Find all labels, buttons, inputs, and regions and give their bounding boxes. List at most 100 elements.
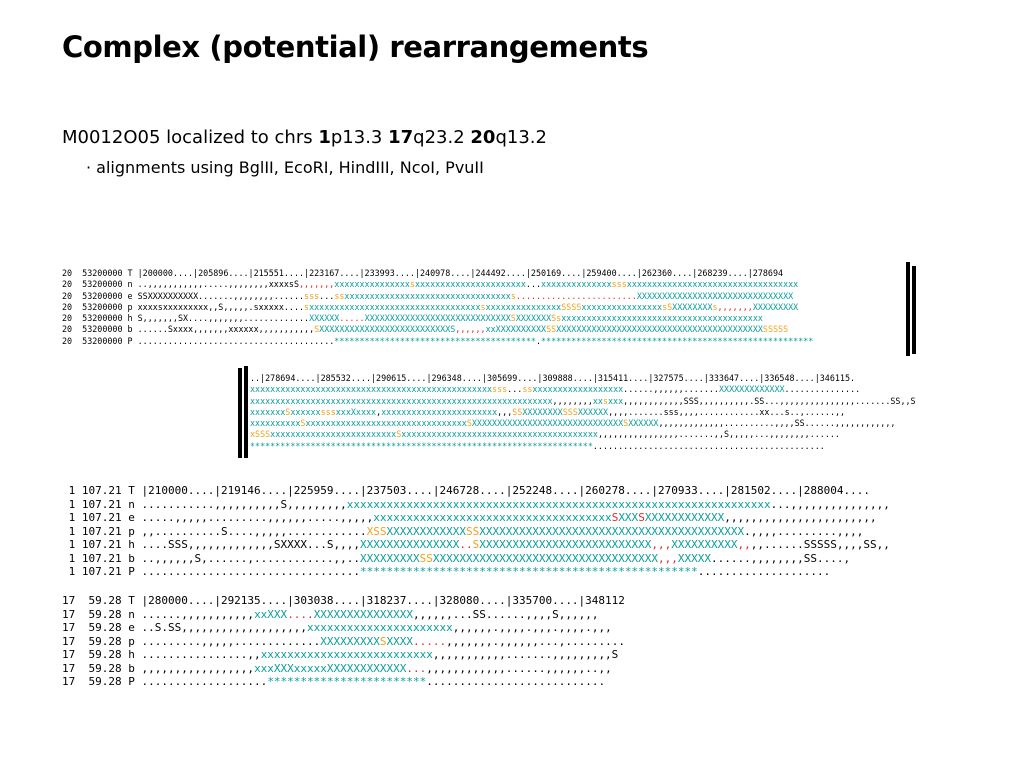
alignment-segment: 20 53200000 h S,,,,,,,SX....,,,,,,,.....… bbox=[62, 313, 310, 324]
alignment-segment: ,,,,,,,,,,,,SSS,,,,,,,,,,.SS...,,,,,,,,,… bbox=[623, 395, 916, 406]
alignment-segment: XXXXXXX bbox=[515, 313, 552, 324]
alignment-row: 20 53200000 b ......Sxxxx,,,,,,,xxxxxx,,… bbox=[62, 324, 907, 335]
alignment-row: xxxxxxxxxxSxxxxxxxxxxxxxxxxxxxxxxxxxxxxx… bbox=[250, 418, 974, 429]
alignment-segment: XXXXXXXX bbox=[522, 406, 563, 417]
alignment-row: 17 59.28 P ...................**********… bbox=[62, 675, 682, 689]
alignment-segment: 20 53200000 b ......Sxxxx,,,,,,,xxxxxx,,… bbox=[62, 324, 315, 335]
alignment-segment: ,,......SSSSS,,,,SS,, bbox=[750, 538, 890, 551]
alignment-row: 1 107.21 b ..,,,,,,S,......,............… bbox=[62, 552, 922, 566]
alignment-segment: SS bbox=[466, 524, 480, 538]
alignment-segment: S bbox=[623, 418, 629, 429]
alignment-segment: xxxxxxxxxxxxxxxxxxxxxxx bbox=[381, 406, 498, 417]
alignment-segment: ss bbox=[334, 290, 345, 301]
alignment-segment: s bbox=[510, 290, 516, 301]
alignment-row: ..|278694....|285532....|290615....|2963… bbox=[250, 373, 974, 384]
alignment-segment: SSS bbox=[562, 406, 578, 417]
slide-subtitle: M0012O05 localized to chrs 1p13.3 17q23.… bbox=[62, 127, 547, 148]
alignment-segment: XXXXXXXXXXXXXXXXXXXXXXXXXXXXXX bbox=[471, 418, 624, 429]
alignment-segment: ,, bbox=[737, 538, 751, 551]
alignment-segment: XXXXXXXXXXXXXXXXXXXXXXXXXXS bbox=[319, 324, 456, 335]
alignment-segment: ........................ bbox=[515, 290, 637, 301]
alignment-segment: sss bbox=[492, 384, 508, 395]
alignment-segment: ......,,,,,,....... bbox=[623, 384, 719, 395]
alignment-row: ****************************************… bbox=[250, 441, 974, 452]
alignment-segment: S bbox=[611, 511, 619, 524]
alignment-row: 1 107.21 e .....,,,,,.........,,,,,,....… bbox=[62, 511, 922, 525]
alignment-segment: ,,, bbox=[651, 538, 672, 551]
alignment-segment: 1 107.21 T |210000....|219146....|225959… bbox=[62, 484, 870, 497]
alignment-segment: XXXXXXXXXXXXXXXXXXXXXXXXXXXXXXXXXXXXXXXX bbox=[479, 524, 745, 538]
alignment-segment: ..|278694....|285532....|290615....|2963… bbox=[250, 373, 856, 383]
alignment-segment: .... bbox=[287, 607, 314, 621]
alignment-segment: ss bbox=[522, 384, 533, 395]
alignment-segment: S bbox=[472, 538, 480, 551]
alignment-row: 20 53200000 h S,,,,,,,SX....,,,,,,,.....… bbox=[62, 313, 907, 324]
alignment-segment: 1 107.21 e .....,,,,,.........,,,,,,....… bbox=[62, 511, 374, 524]
alignment-segment: ,,, bbox=[658, 551, 678, 565]
alignment-segment: xxxxxxxxxxxxxxxxxxxxxxxxxxxxxxxxxxxxxxxx… bbox=[250, 395, 553, 406]
alignment-row: 20 53200000 e SSXXXXXXXXXX.......,,,,,,,… bbox=[62, 291, 907, 302]
alignment-segment: XXXXXXXXXX bbox=[671, 538, 738, 551]
alignment-segment: 1 107.21 b ..,,,,,,S,......,............… bbox=[62, 551, 361, 565]
alignment-segment: ,,,,,,...SS......,,,,S,,,,,, bbox=[413, 607, 599, 621]
alignment-segment: 1 107.21 P .............................… bbox=[62, 565, 361, 578]
slide-title: Complex (potential) rearrangements bbox=[62, 30, 649, 64]
alignment-segment: xxxXxxxx bbox=[335, 406, 377, 417]
alignment-row: xSSSxxxxxxxxxxxxxxxxxxxxxxxxxSxxxxxxxxxx… bbox=[250, 429, 974, 440]
alignment-row: xxxxxxxxxxxxxxxxxxxxxxxxxxxxxxxxxxxxxxxx… bbox=[250, 384, 974, 395]
alignment-segment: xxxxxx bbox=[290, 406, 321, 417]
alignment-segment: ..... bbox=[413, 634, 447, 648]
alignment-segment: XXXXXX bbox=[577, 406, 609, 417]
alignment-segment: xxxxxxxxxxxxxxxxxxxxxxxxxxxxxxxxxxxx bbox=[373, 511, 612, 524]
alignment-segment: ,,,,,,,, bbox=[552, 395, 593, 406]
alignment-segment: s bbox=[602, 395, 609, 406]
alignment-segment: ,,,,,,,.,,,,,,...,......... bbox=[446, 634, 625, 648]
alignment-segment: ,,,,,,, bbox=[298, 279, 335, 290]
alignment-segment: sss bbox=[611, 279, 627, 290]
alignment-segment: SS bbox=[419, 551, 433, 565]
alignment-segment: ,,,,,,.,,,,.,,,.,,,,.,,, bbox=[452, 621, 612, 634]
alignment-segment: SSSSS bbox=[762, 324, 789, 335]
alignment-segment: 17 59.28 b ,,,,,,,,,,,,,,,,, bbox=[62, 661, 255, 675]
alignment-row: 17 59.28 T |280000....|292135....|303038… bbox=[62, 594, 682, 608]
alignment-segment: xxxxxxxxxxxxxxxxxxxxxxxxxxxxxxxx bbox=[305, 418, 467, 429]
alignment-segment: S bbox=[510, 313, 516, 324]
chr2-band: q23.2 bbox=[413, 127, 471, 148]
alignment-segment: XXXXXXXXXXXXXXXXXXXXXXXXXXXXXXXXXX bbox=[432, 551, 659, 565]
alignment-segment: xxx bbox=[608, 395, 624, 406]
alignment-segment: xxXXXXXXXXXX bbox=[485, 324, 547, 335]
alignment-segment: sss bbox=[304, 290, 320, 301]
alignment-segment: SS bbox=[512, 406, 523, 417]
alignment-segment: S bbox=[638, 511, 645, 524]
alignment-segment: xx bbox=[592, 395, 603, 406]
alignment-segment: .................... bbox=[697, 565, 831, 578]
alignment-segment: xxxxxxxxxxxxxxxxxxxxxxxxxxxxxxxxx bbox=[344, 290, 511, 301]
alignment-row: 20 53200000 P ..........................… bbox=[62, 336, 907, 347]
chr3-band: q13.2 bbox=[495, 127, 547, 148]
alignment-segment: xxxxxxxxxxxxxxxxxxxxxx bbox=[307, 621, 453, 634]
alignment-row: 17 59.28 h ................,,xxxxxxxxxxx… bbox=[62, 648, 682, 662]
alignment-segment: XXXXXXXXXXXX bbox=[644, 511, 725, 524]
chr2-number: 17 bbox=[388, 127, 414, 148]
alignment-segment: XXXXX bbox=[677, 551, 712, 565]
alignment-segment: 17 59.28 h ................,, bbox=[62, 648, 261, 661]
alignment-segment: XXXXXXXXX bbox=[360, 551, 420, 565]
alignment-row: 1 107.21 p ,,..........S....,,,,,.......… bbox=[62, 525, 922, 539]
alignment-segment: XXXXXX bbox=[628, 418, 659, 429]
alignment-segment: ... bbox=[525, 279, 542, 290]
alignment-segment: S bbox=[300, 418, 306, 429]
alignment-segment: 20 53200000 n ..,,,,,,,,,,,.....,,,,,,,,… bbox=[62, 279, 299, 290]
alignment-segment: sS bbox=[662, 301, 673, 312]
alignment-segment: xxxxxxxxxxxxxxxxxx bbox=[532, 384, 624, 395]
alignment-segment: Ss bbox=[551, 313, 562, 324]
alignment-segment: 1 107.21 n ...........,,,,,,,,,,S,,,,,,,… bbox=[62, 497, 347, 511]
subtitle-prefix: M0012O05 localized to chrs bbox=[62, 127, 319, 148]
chr17-alignment: 17 59.28 T |280000....|292135....|303038… bbox=[62, 594, 682, 689]
alignment-segment: XXXXXXXX bbox=[672, 301, 713, 312]
alignment-segment: XSS bbox=[366, 524, 387, 538]
break-marker-bar bbox=[238, 368, 242, 458]
alignment-segment: xSSS bbox=[250, 429, 271, 440]
alignment-segment: 20 53200000 p xxxxsxxxxxxxxx,,S,,,,,.sxx… bbox=[62, 301, 305, 312]
alignment-segment: xxxxxxxxxxxxxxx bbox=[485, 301, 562, 312]
alignment-row: 17 59.28 b ,,,,,,,,,,,,,,,,,xxxXXXxxxxxX… bbox=[62, 662, 682, 676]
